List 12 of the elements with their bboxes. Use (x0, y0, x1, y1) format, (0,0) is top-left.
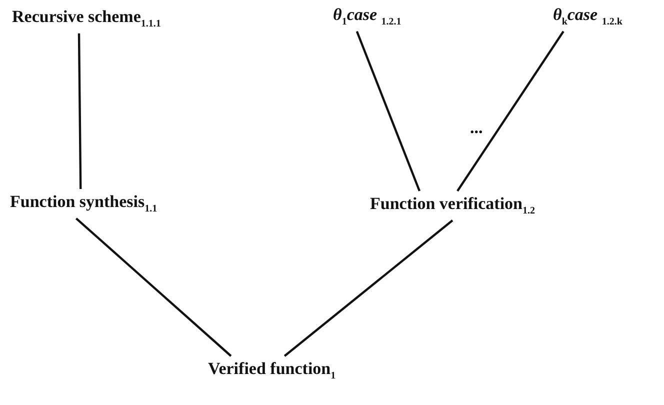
node-label: Function verification$_{1.2}$ (370, 195, 536, 216)
node-label: Function synthesis$_{1.1}$ (10, 193, 158, 214)
node-label: θ$_{k}$case $_{1.2.k}$ (553, 6, 622, 28)
connector-line (284, 220, 454, 357)
ellipsis-text: ... (470, 118, 483, 138)
connector-line (456, 30, 564, 192)
connector-line (356, 30, 421, 192)
connector-line (78, 33, 82, 190)
node-label: θ$_{1}$case $_{1.2.1}$ (333, 6, 402, 28)
node-label: Verified function$_{1}$ (208, 360, 336, 382)
connector-line (75, 218, 232, 357)
node-label: Recursive scheme$_{1.1.1}$ (12, 8, 161, 30)
